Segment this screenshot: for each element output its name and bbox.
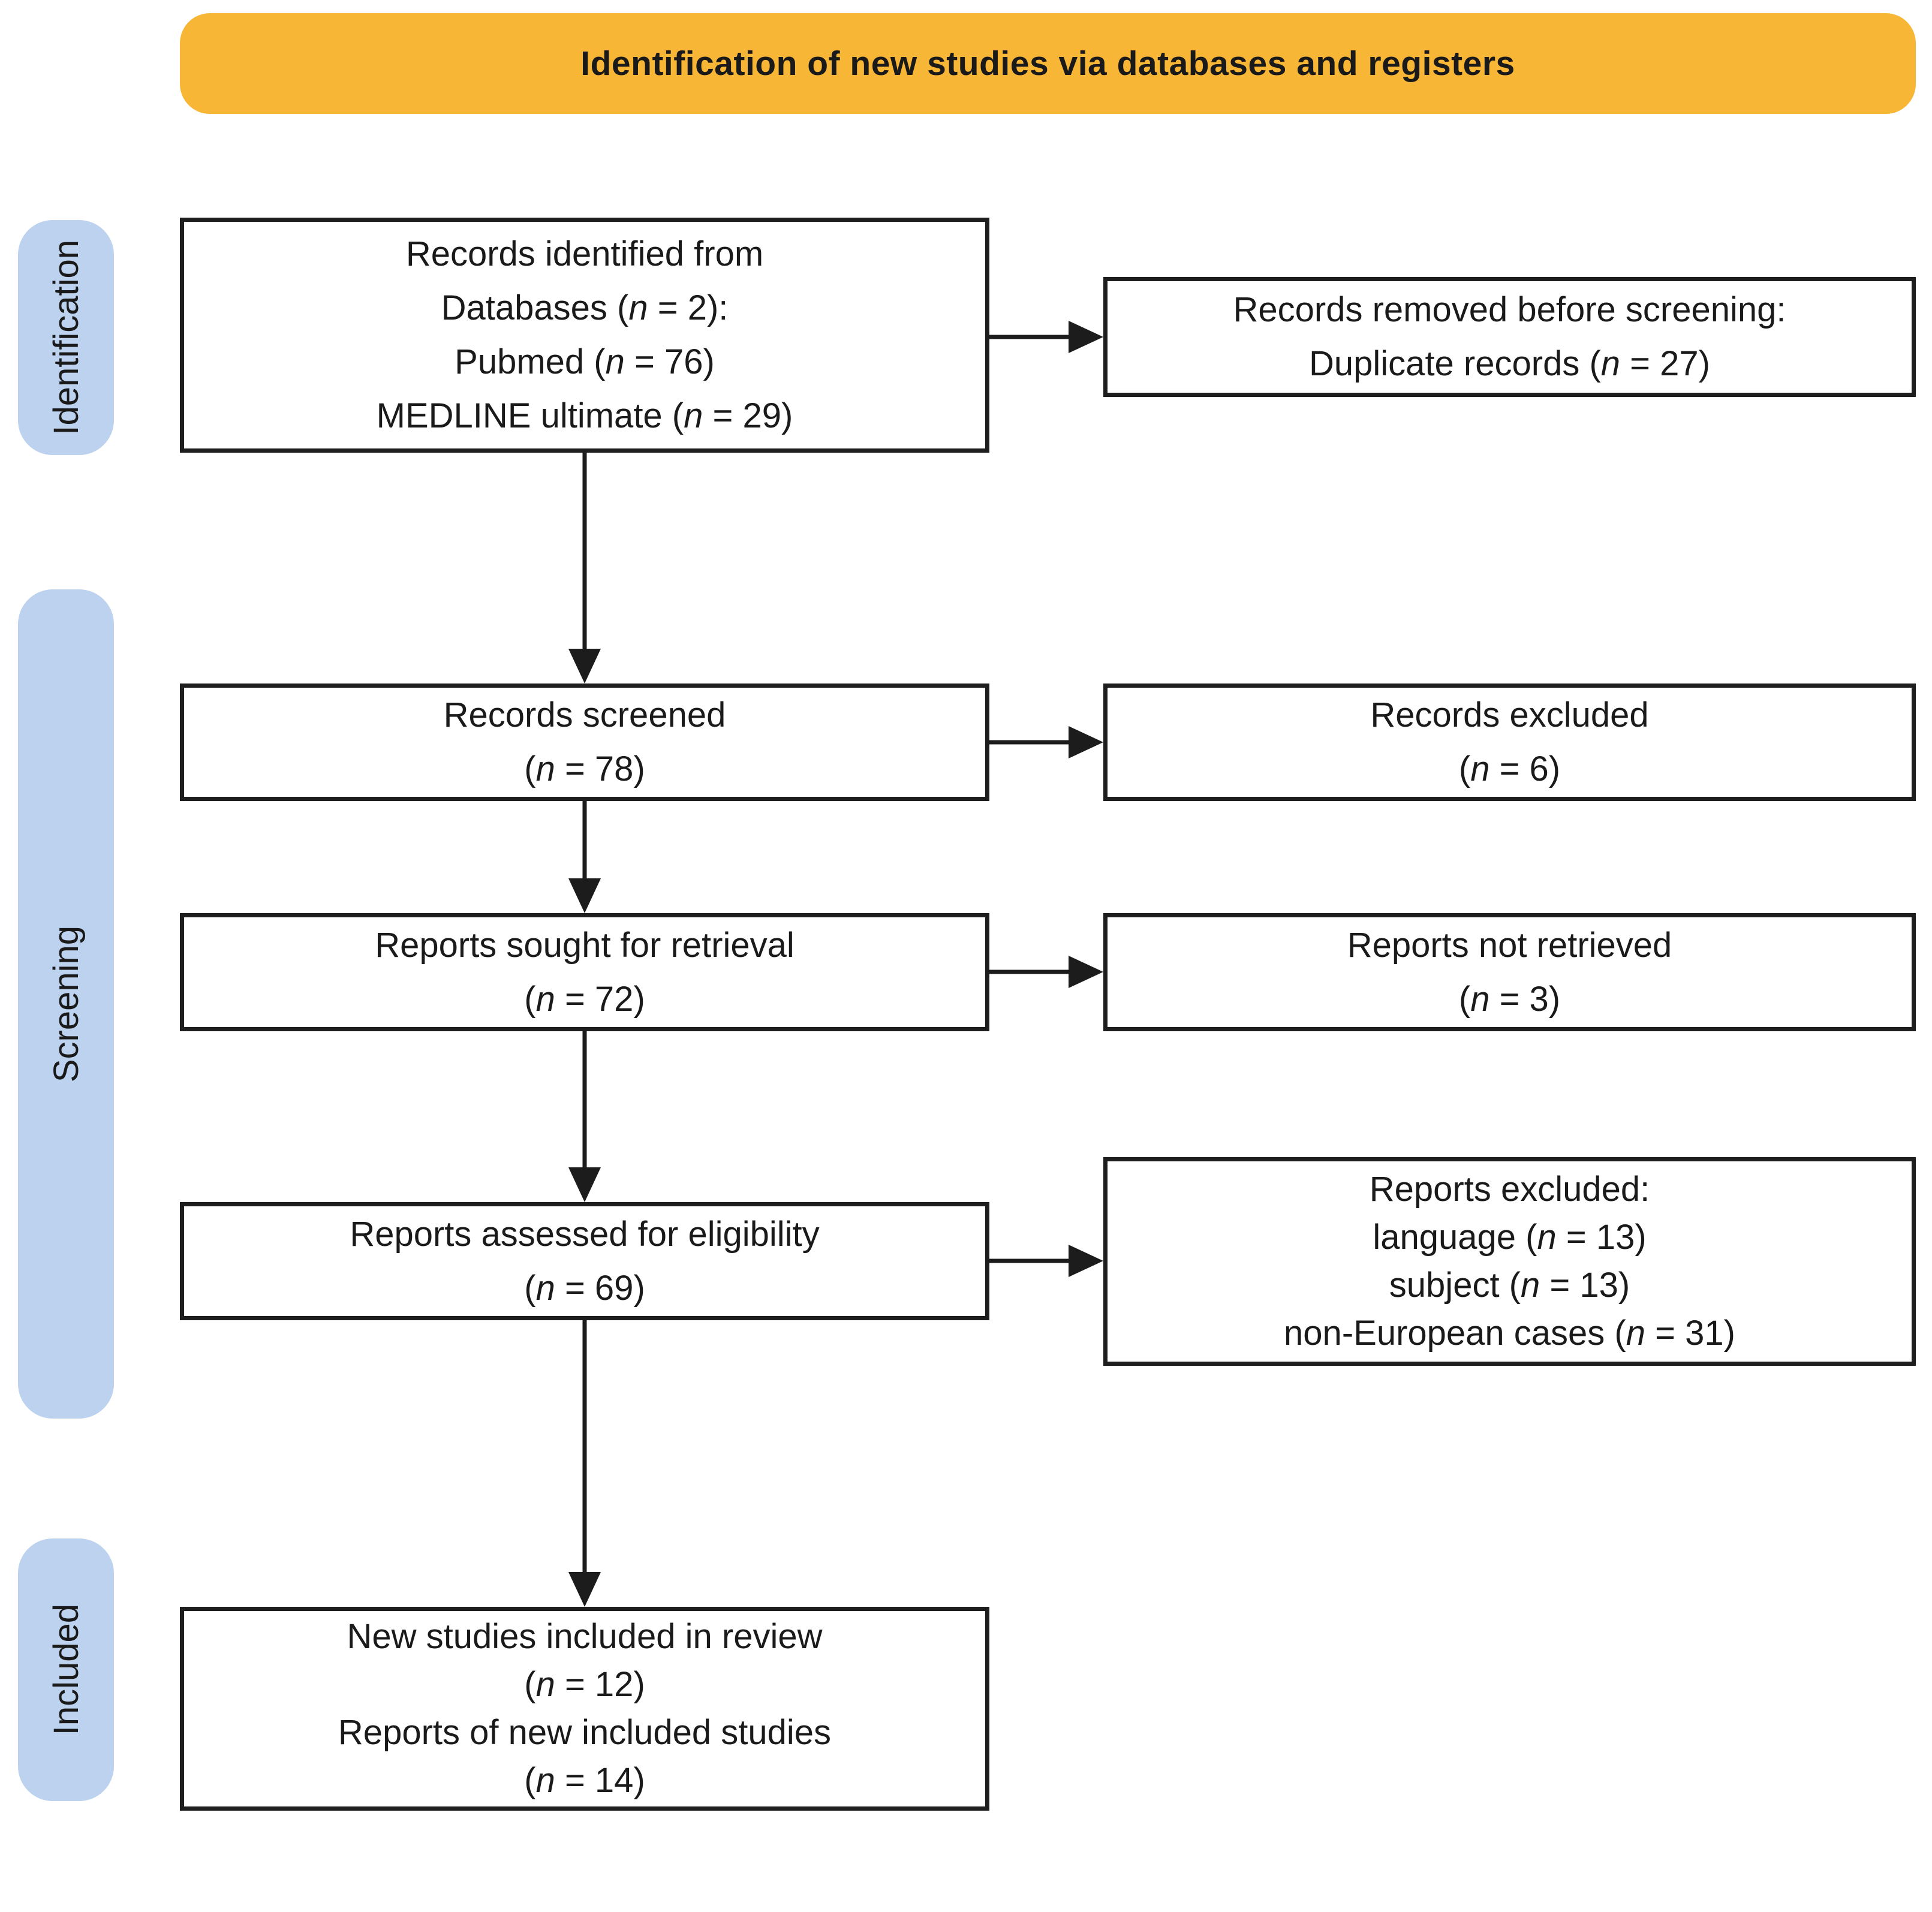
stage-tab-identification: Identification (18, 220, 114, 455)
box-line: New studies included in review (347, 1617, 823, 1656)
banner: Identification of new studies via databa… (180, 13, 1916, 114)
box-line: language (n = 13) (1373, 1218, 1647, 1257)
box-records-excluded: Records excluded (n = 6) (1103, 683, 1916, 801)
banner-label: Identification of new studies via databa… (580, 44, 1515, 83)
box-line: Reports assessed for eligibility (350, 1214, 820, 1254)
box-line: Records removed before screening: (1233, 290, 1786, 329)
stage-tab-label: Identification (46, 240, 86, 435)
box-records-removed: Records removed before screening: Duplic… (1103, 277, 1916, 397)
box-line: (n = 3) (1458, 979, 1561, 1019)
stage-tab-label: Included (46, 1604, 86, 1736)
box-line: Reports of new included studies (338, 1713, 832, 1752)
box-line: Pubmed (n = 76) (455, 342, 715, 381)
arrow-head-assessed-to-repexcluded (1069, 1245, 1103, 1277)
box-reports-assessed: Reports assessed for eligibility (n = 69… (180, 1202, 989, 1320)
box-new-studies-included: New studies included in review (n = 12) … (180, 1607, 989, 1811)
box-line: Reports sought for retrieval (375, 925, 795, 965)
box-reports-sought: Reports sought for retrieval (n = 72) (180, 913, 989, 1031)
box-line: Databases (n = 2): (441, 288, 729, 327)
box-line: Reports excluded: (1369, 1170, 1650, 1209)
box-reports-excluded: Reports excluded: language (n = 13) subj… (1103, 1157, 1916, 1366)
stage-tab-screening: Screening (18, 589, 114, 1419)
box-line: non-European cases (n = 31) (1284, 1314, 1735, 1353)
arrow-head-identified-to-screened (568, 649, 601, 683)
box-reports-not-retrieved: Reports not retrieved (n = 3) (1103, 913, 1916, 1031)
arrow-head-sought-to-assessed (568, 1167, 601, 1202)
box-line: Reports not retrieved (1347, 925, 1672, 965)
box-line: (n = 12) (524, 1665, 645, 1704)
box-records-screened: Records screened (n = 78) (180, 683, 989, 801)
arrow-head-screened-to-sought (568, 878, 601, 913)
arrow-head-sought-to-notretrieved (1069, 956, 1103, 988)
box-line: (n = 6) (1458, 749, 1561, 788)
box-line: Records screened (443, 695, 726, 734)
box-line: subject (n = 13) (1389, 1266, 1630, 1305)
arrow-head-assessed-to-included (568, 1572, 601, 1607)
box-records-identified: Records identified from Databases (n = 2… (180, 218, 989, 453)
box-line: (n = 78) (524, 749, 645, 788)
box-line: MEDLINE ultimate (n = 29) (376, 396, 793, 435)
arrow-head-screened-to-excluded (1069, 726, 1103, 758)
box-line: (n = 14) (524, 1761, 645, 1800)
box-line: (n = 69) (524, 1268, 645, 1308)
arrow-head-identified-to-removed (1069, 321, 1103, 353)
stage-tab-label: Screening (46, 925, 86, 1083)
stage-tab-included: Included (18, 1538, 114, 1801)
box-line: (n = 72) (524, 979, 645, 1019)
box-line: Records excluded (1370, 695, 1649, 734)
box-line: Duplicate records (n = 27) (1309, 344, 1710, 383)
box-line: Records identified from (405, 234, 764, 273)
